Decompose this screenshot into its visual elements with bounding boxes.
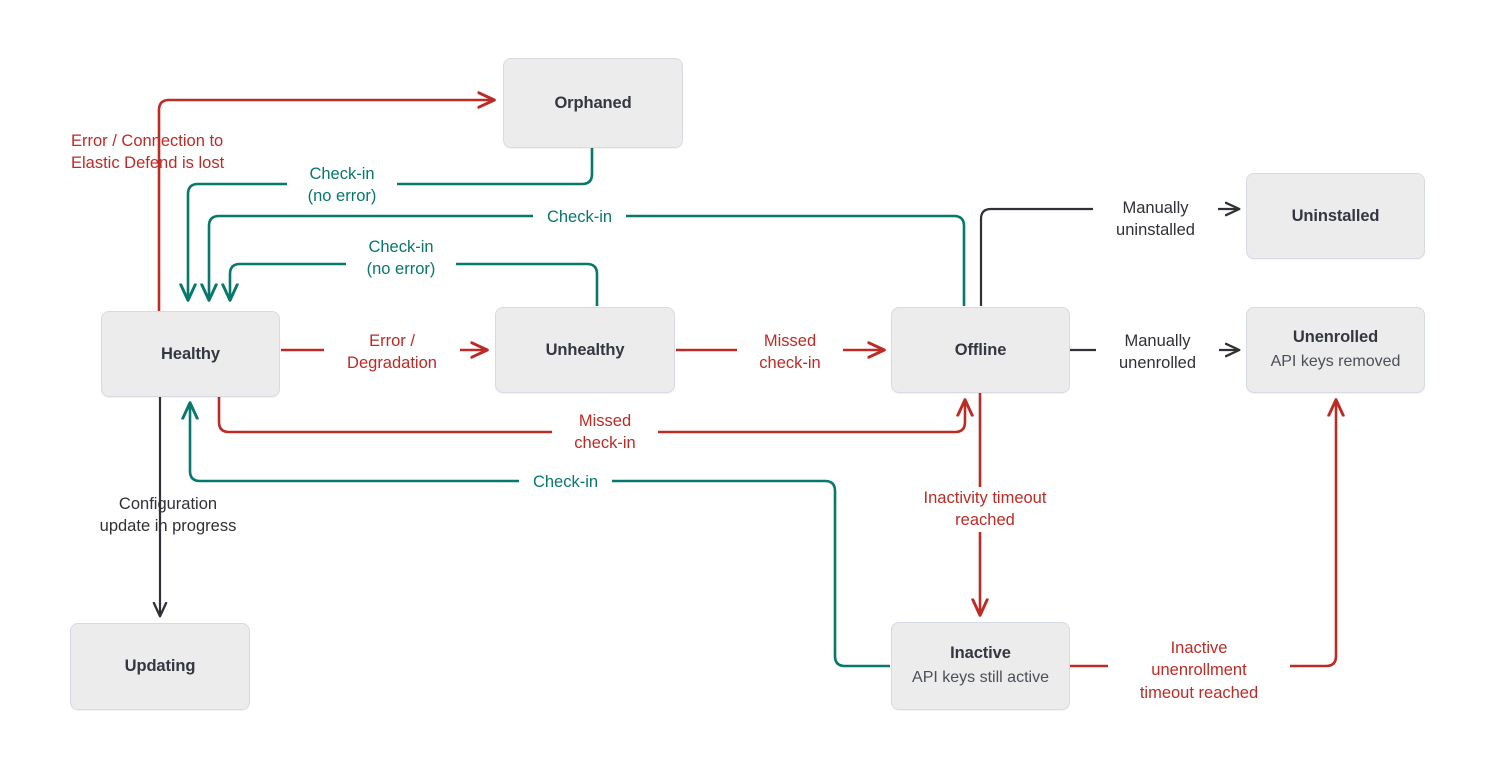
edge-label-unhealthy-to-healthy: Check-in(no error): [346, 236, 456, 281]
edge-label-inactive-to-healthy: Check-in: [519, 471, 612, 494]
node-updating[interactable]: Updating: [70, 623, 250, 710]
node-inactive-subtitle: API keys still active: [912, 668, 1049, 686]
node-orphaned-title: Orphaned: [554, 93, 632, 112]
edge-label-healthy-to-unhealthy: Error /Degradation: [324, 330, 460, 375]
node-unhealthy[interactable]: Unhealthy: [495, 307, 675, 393]
node-offline[interactable]: Offline: [891, 307, 1070, 393]
edge-offline-to-uninstalled: [979, 209, 1239, 306]
edge-inactive-to-unenrolled: [1070, 400, 1336, 668]
node-orphaned[interactable]: Orphaned: [503, 58, 683, 148]
node-uninstalled-title: Uninstalled: [1291, 206, 1380, 225]
edge-inactive-to-healthy: [190, 403, 890, 668]
node-healthy[interactable]: Healthy: [101, 311, 280, 397]
node-unhealthy-title: Unhealthy: [545, 340, 625, 359]
edge-label-offline-to-healthy: Check-in: [533, 206, 626, 229]
node-inactive-title: Inactive: [950, 644, 1011, 663]
node-uninstalled[interactable]: Uninstalled: [1246, 173, 1425, 259]
node-unenrolled[interactable]: Unenrolled API keys removed: [1246, 307, 1425, 393]
node-healthy-title: Healthy: [161, 344, 220, 363]
node-offline-title: Offline: [954, 340, 1007, 359]
node-updating-title: Updating: [124, 657, 196, 676]
edge-healthy-to-orphaned: [157, 100, 494, 311]
edge-offline-to-healthy: [209, 214, 966, 306]
node-inactive[interactable]: Inactive API keys still active: [891, 622, 1070, 710]
node-unenrolled-subtitle: API keys removed: [1270, 352, 1401, 370]
edge-label-orphaned-to-healthy: Check-in(no error): [287, 163, 397, 208]
node-unenrolled-title: Unenrolled: [1292, 328, 1379, 347]
